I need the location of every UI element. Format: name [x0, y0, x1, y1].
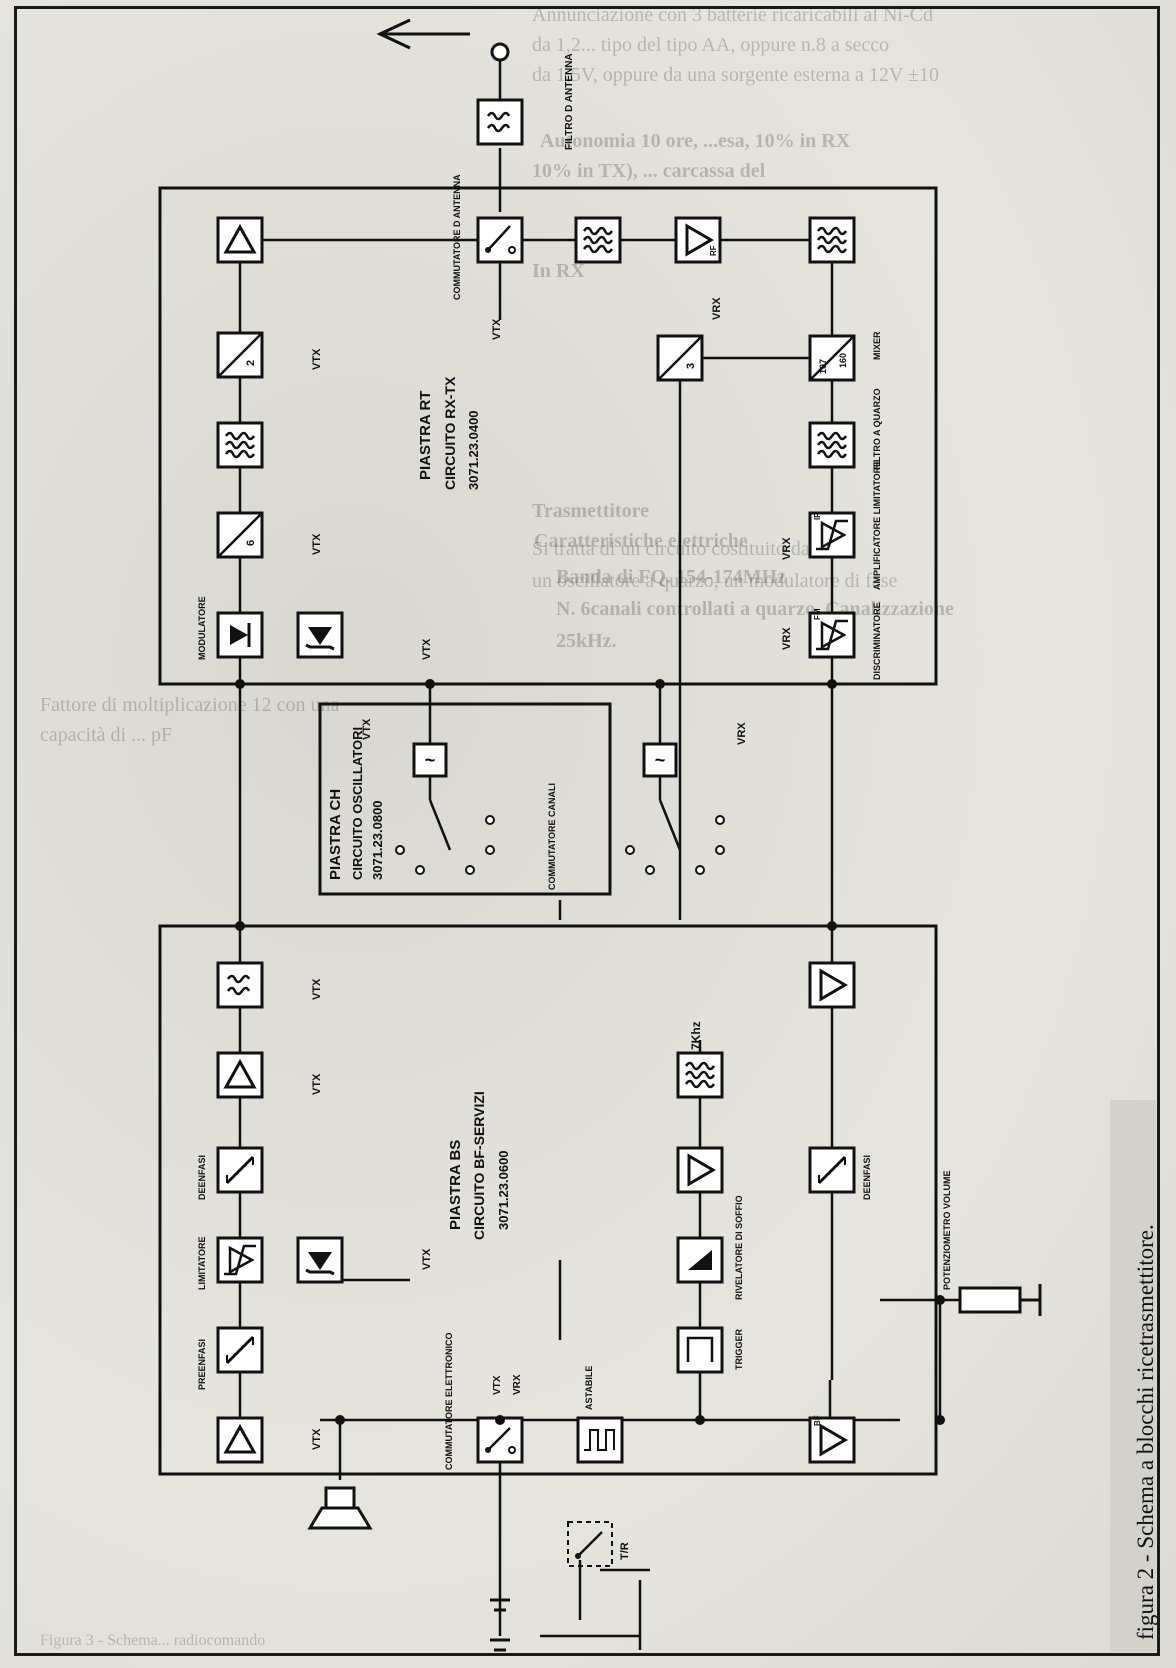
tx-variable-amp-block — [218, 1053, 262, 1097]
vtx-label: VTX — [491, 318, 503, 340]
vtx-label: VTX — [492, 1375, 503, 1395]
tx-limiter-block — [218, 1238, 262, 1282]
vtx-label: VTX — [311, 348, 323, 370]
electronic-switch-label: COMMUTATORE ELETTRONICO — [444, 1333, 454, 1471]
board-bs-code: 3071.23.0600 — [496, 1150, 511, 1230]
tx-filter-block — [218, 423, 262, 467]
rx-rf-filter-block — [810, 218, 854, 262]
antenna-icon — [380, 20, 508, 60]
speaker-icon — [310, 1488, 370, 1528]
figure-caption: figura 2 - Schema a blocchi ricetrasmett… — [1133, 1224, 1159, 1640]
blow-detector-block — [678, 1238, 722, 1282]
deemphasis-label: DEENFASI — [197, 1155, 207, 1200]
rx-oscillator-block — [644, 744, 676, 776]
vrx-label: VRX — [711, 297, 723, 320]
tx-deemphasis-block — [218, 1148, 262, 1192]
vtx-label: VTX — [311, 533, 323, 555]
tx-lowpass-filter-block — [218, 963, 262, 1007]
tx-oscillator-block — [414, 744, 446, 776]
modulator-label: MODULATORE — [197, 596, 207, 660]
trigger-label: TRIGGER — [734, 1328, 744, 1370]
board-rt-title: PIASTRA RT — [417, 391, 434, 480]
bf-label: BF — [813, 1415, 822, 1426]
antenna-filter-block — [478, 100, 522, 144]
antenna-switch-label: COMMUTATORE D ANTENNA — [452, 174, 462, 300]
vtx-label: VTX — [361, 718, 373, 740]
blow-detector-label: RIVELATORE DI SOFFIO — [734, 1195, 744, 1300]
board-ch-code: 3071.23.0800 — [370, 800, 385, 880]
board-ch-title: PIASTRA CH — [327, 789, 344, 880]
freq-7k-label: 7Khz — [689, 1021, 703, 1050]
vrx-label: VRX — [512, 1374, 523, 1395]
board-rt-circuit: CIRCUITO RX-TX — [442, 376, 458, 490]
tx-amplifier-block — [218, 218, 262, 262]
amp-limiter-label: AMPLIFICATORE LIMITATORE — [872, 461, 882, 590]
preemphasis-label: PREENFASI — [197, 1339, 207, 1390]
limiter-label: LIMITATORE — [197, 1237, 207, 1291]
crystal-filter-label: FILTRO A QUARZO — [872, 388, 882, 470]
mix-107-label: 107 — [818, 359, 828, 374]
audio-amplifier-block — [810, 963, 854, 1007]
limiter-varactor-block — [298, 1238, 342, 1282]
vtx-label: VTX — [421, 1248, 433, 1270]
preemphasis-block — [218, 1328, 262, 1372]
channel-contacts — [396, 816, 724, 874]
mic-amplifier-block — [218, 1418, 262, 1462]
vtx-label: VTX — [311, 1073, 323, 1095]
vrx-label: VRX — [781, 537, 793, 560]
vrx-label: VRX — [736, 722, 748, 745]
rx-deemphasis-label: DEENFASI — [862, 1155, 872, 1200]
antenna-switch-block — [478, 218, 522, 262]
vtx-label: VTX — [311, 1428, 323, 1450]
mixer-label: MIXER — [872, 331, 882, 360]
rx-input-filter-block — [576, 218, 620, 262]
crystal-filter-block — [810, 423, 854, 467]
vtx-label: VTX — [421, 638, 433, 660]
channel-switch-label: COMMUTATORE CANALI — [547, 783, 557, 890]
vrx-label: VRX — [781, 627, 793, 650]
board-bs-title: PIASTRA BS — [447, 1140, 464, 1230]
tr-switch — [568, 1522, 612, 1566]
div-6-label: 6 — [245, 540, 257, 546]
blow-amplifier-block — [678, 1148, 722, 1192]
filter-7khz-block — [678, 1053, 722, 1097]
fm-label: FM — [813, 608, 822, 620]
div-2-label: 2 — [245, 360, 257, 366]
rx-multiplier-3-block — [658, 336, 702, 380]
tr-label: T/R — [619, 1542, 631, 1560]
volume-potentiometer — [960, 1284, 1040, 1316]
modulator-block — [218, 613, 262, 657]
astable-label: ASTABILE — [584, 1366, 594, 1410]
mix-160-label: 160 — [838, 353, 848, 368]
if-label: IF — [813, 513, 822, 520]
trigger-block — [678, 1328, 722, 1372]
board-rt-code: 3071.23.0400 — [466, 410, 481, 490]
rf-label: RF — [709, 245, 718, 256]
tx-multiplier-2-block — [218, 333, 262, 377]
antenna-filter-label: FILTRO D ANTENNA — [564, 53, 575, 150]
tx-multiplier-6-block — [218, 513, 262, 557]
volume-label: POTENZIOMETRO VOLUME — [942, 1170, 952, 1290]
vtx-label: VTX — [311, 978, 323, 1000]
board-ch-circuit: CIRCUITO OSCILLATORI — [350, 727, 365, 880]
board-bs-circuit: CIRCUITO BF-SERVIZI — [471, 1091, 487, 1240]
astable-block — [578, 1418, 622, 1462]
modulator-varactor-block — [298, 613, 342, 657]
discriminator-label: DISCRIMINATORE — [872, 602, 882, 680]
div-3-label: 3 — [685, 363, 697, 369]
rx-deemphasis-block — [810, 1148, 854, 1192]
